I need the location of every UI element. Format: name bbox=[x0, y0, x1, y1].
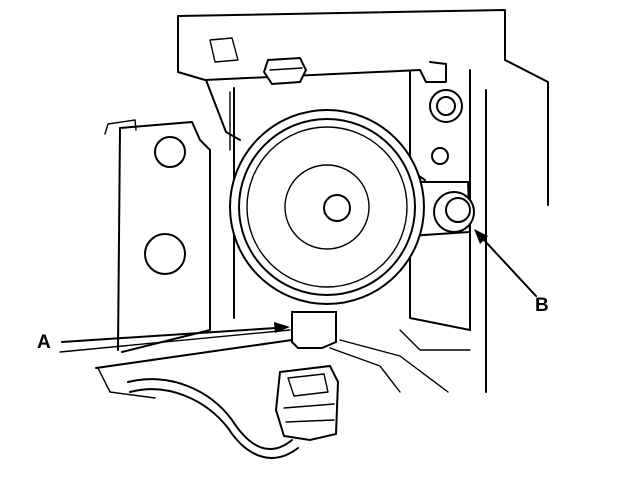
leader-line-b bbox=[474, 229, 537, 297]
callout-label-b: B bbox=[535, 295, 549, 316]
upper-body-panel bbox=[177, 9, 549, 206]
lower-body-contours bbox=[59, 329, 449, 399]
horn-center-boss bbox=[323, 194, 351, 222]
upper-body-nut bbox=[262, 56, 308, 86]
panel-hole-upper bbox=[154, 136, 186, 168]
horn-terminal bbox=[291, 311, 337, 349]
connector-plug bbox=[274, 364, 340, 442]
leader-line-a bbox=[61, 322, 290, 343]
panel-hole-lower bbox=[144, 233, 186, 275]
horn-body bbox=[229, 109, 425, 305]
callout-label-a: A bbox=[37, 332, 51, 353]
wire-harness bbox=[127, 378, 299, 459]
right-panel-hole bbox=[431, 147, 449, 165]
left-bracket-panel bbox=[104, 87, 235, 353]
upper-right-bolt bbox=[429, 89, 463, 123]
horn-mounting-bolt bbox=[433, 191, 475, 233]
